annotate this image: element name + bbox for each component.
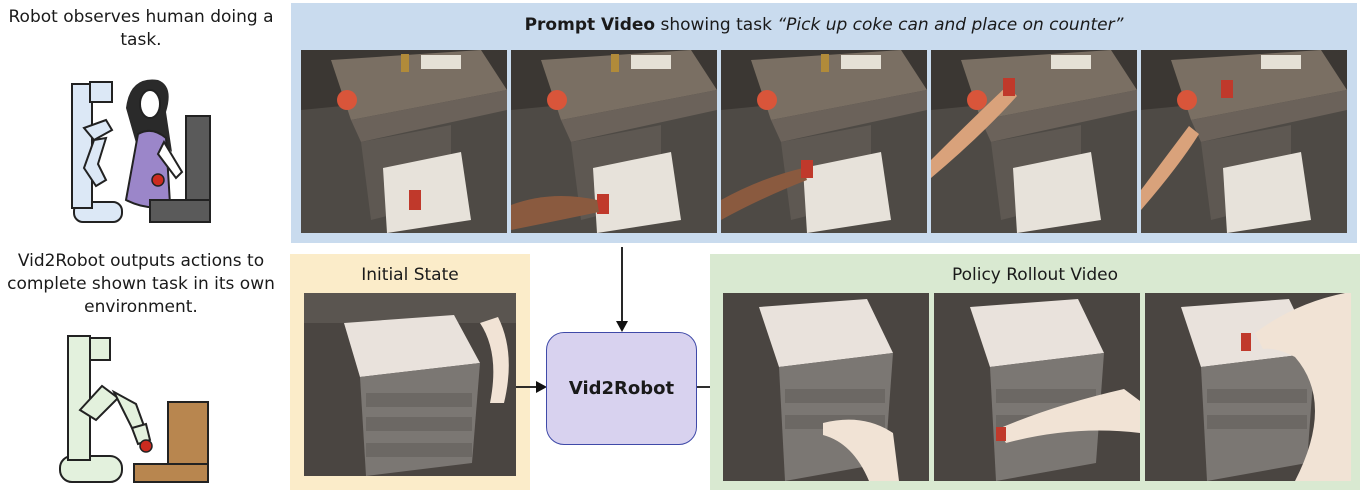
caption-vid2robot-outputs: Vid2Robot outputs actions to complete sh… bbox=[7, 251, 275, 317]
policy-rollout-title: Policy Rollout Video bbox=[951, 265, 1119, 285]
prompt-video-frame bbox=[931, 50, 1137, 233]
rollout-video-frame bbox=[1145, 293, 1351, 481]
output-robot-illustration bbox=[59, 335, 209, 483]
arrow-prompt-to-model bbox=[616, 247, 628, 332]
vid2robot-model-box: Vid2Robot bbox=[546, 332, 697, 445]
initial-state-frame bbox=[304, 293, 516, 476]
caption-robot-observes: Robot observes human doing a task. bbox=[8, 7, 274, 50]
prompt-video-frame bbox=[721, 50, 927, 233]
robot-observes-human-illustration bbox=[71, 79, 211, 223]
rollout-video-frame bbox=[723, 293, 929, 481]
prompt-video-frame bbox=[1141, 50, 1347, 233]
prompt-video-frame bbox=[301, 50, 507, 233]
arrow-initial-to-model bbox=[516, 381, 547, 393]
rollout-video-frame bbox=[934, 293, 1140, 481]
vid2robot-label: Vid2Robot bbox=[568, 378, 675, 399]
prompt-video-frame bbox=[511, 50, 717, 233]
initial-state-title: Initial State bbox=[361, 265, 459, 285]
prompt-video-title: Prompt Video showing task “Pick up coke … bbox=[524, 15, 1124, 35]
